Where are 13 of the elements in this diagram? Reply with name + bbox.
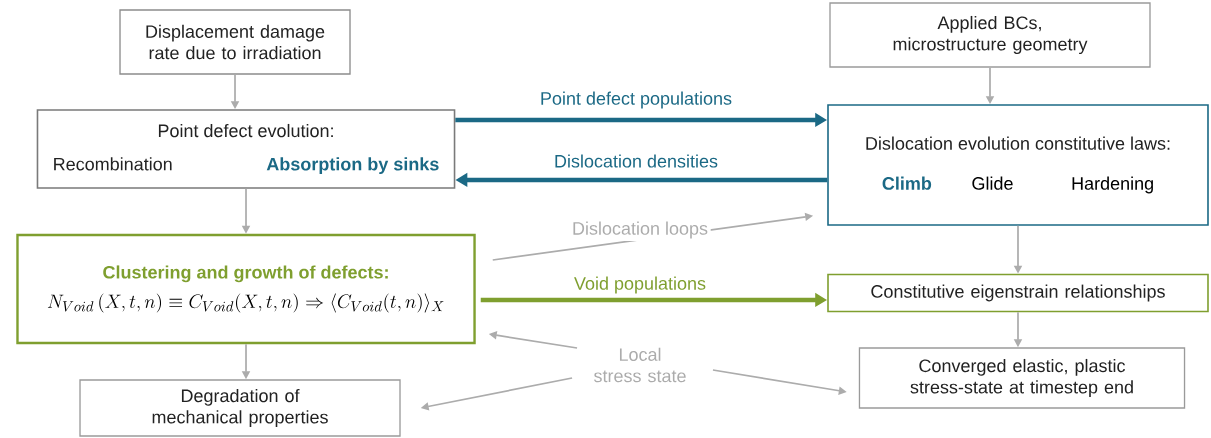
process-box: Dislocation evolution constitutive laws: Climb Glide Hardening	[827, 104, 1209, 226]
process-box: Degradation of mechanical properties	[79, 379, 401, 437]
edge-label: Dislocation loops	[569, 218, 711, 242]
process-box: Applied BCs, microstructure geometry	[829, 2, 1151, 68]
process-box: Point defect evolution: Recombination Absorption by sinks	[36, 109, 456, 189]
text-label: Local stress state	[594, 347, 686, 383]
edge-label: Point defect populations	[537, 88, 735, 112]
process-box: Displacement damage rate due to irradiation	[119, 9, 351, 75]
process-box: Clustering and growth of defects: $N_{Void}\,(X,t,n) \equiv C_{Void}(X,t,n) \Rightarrow \langle C_{Void}(t,n)\rangle_X$	[16, 233, 476, 345]
process-box: Converged elastic, plastic stress-state at timestep end	[858, 347, 1186, 409]
process-box: Constitutive eigenstrain relationships	[827, 273, 1209, 313]
edge-label: Dislocation densities	[551, 151, 721, 171]
edge-label: Void populations	[571, 273, 709, 297]
